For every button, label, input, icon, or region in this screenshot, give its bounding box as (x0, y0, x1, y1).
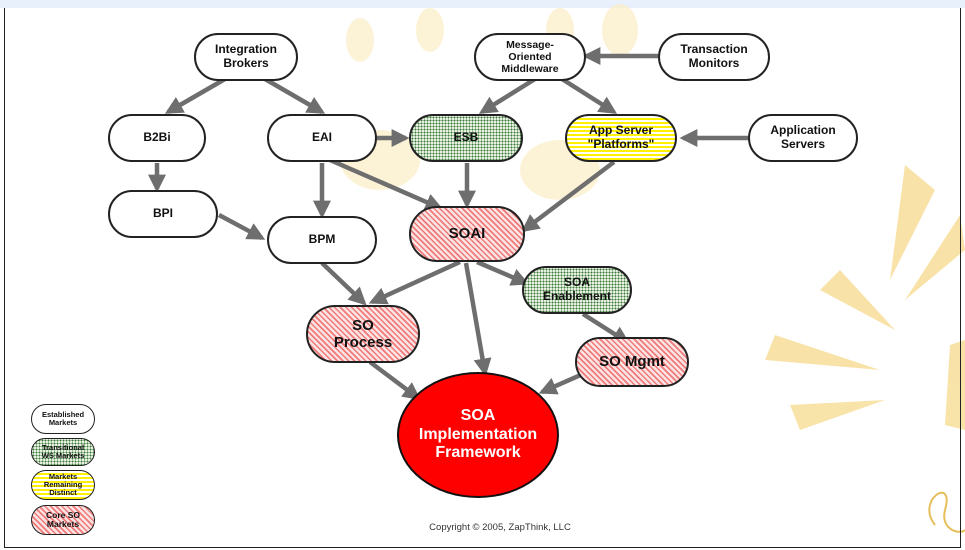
node-label: SO Process (333, 316, 393, 351)
arrow-soai-to-soa-enablement (476, 259, 530, 286)
arrow-bpm-to-so-process (320, 261, 367, 306)
legend-label: Transitional WS Markets (41, 442, 85, 460)
node-so-process: SO Process (306, 305, 420, 363)
node-soa-implementation-framework: SOA Implementation Framework (397, 372, 559, 498)
node-soai: SOAI (409, 206, 525, 262)
node-bpi: BPI (108, 190, 218, 238)
node-label: SOAI (448, 225, 486, 243)
arrow-so-process-to-framework (368, 360, 421, 401)
slide-top-bar (0, 0, 965, 8)
sun-swirl (928, 491, 965, 533)
node-label: BPI (152, 206, 173, 221)
arrow-mom-to-app-server (560, 77, 618, 114)
arrow-mom-to-esb (478, 77, 537, 114)
arrow-soai-to-so-process (368, 259, 461, 305)
arrow-bpi-to-bpm (217, 213, 266, 240)
sun-ray (790, 400, 885, 430)
sun-ray (890, 165, 935, 280)
legend-label: Established Markets (41, 409, 85, 427)
node-bpm: BPM (267, 216, 377, 264)
sun-ray (820, 270, 895, 330)
node-label: Integration Brokers (215, 42, 277, 70)
node-label: B2Bi (143, 130, 171, 145)
slide-frame (4, 8, 961, 548)
node-transaction-monitors: Transaction Monitors (658, 33, 770, 81)
node-label: Message-Oriented Middleware (501, 38, 559, 76)
node-app-server: App Server "Platforms" (565, 114, 677, 162)
arrow-integration-brokers-to-eai (263, 77, 326, 114)
node-b2bi: B2Bi (108, 114, 206, 162)
arrow-soai-to-framework (463, 262, 492, 377)
sun-flame (346, 18, 374, 62)
node-integration-brokers: Integration Brokers (194, 33, 298, 81)
node-label: App Server "Platforms" (587, 123, 655, 151)
node-label: EAI (311, 130, 332, 145)
sun-ray (905, 215, 965, 300)
arrow-eai-to-soai (329, 157, 444, 211)
arrow-app-server-to-soai (521, 160, 616, 233)
legend-core-so-markets: Core SO Markets (31, 505, 95, 535)
node-label: SO Mgmt (599, 353, 665, 371)
legend-established-markets: Established Markets (31, 404, 95, 434)
node-label: ESB (453, 130, 479, 145)
legend-markets-remaining-distinct: Markets Remaining Distinct (31, 470, 95, 500)
node-moms: Message-Oriented Middleware (474, 33, 586, 81)
copyright-text: Copyright © 2005, ZapThink, LLC (429, 522, 571, 533)
legend-label: Markets Remaining Distinct (43, 471, 83, 498)
sun-ray (765, 335, 880, 370)
legend-transitional-ws-markets: Transitional WS Markets (31, 438, 95, 466)
node-so-mgmt: SO Mgmt (575, 337, 689, 387)
node-eai: EAI (267, 114, 377, 162)
node-application-servers: Application Servers (748, 114, 858, 162)
arrow-integration-brokers-to-b2bi (164, 77, 227, 114)
sun-flame (416, 8, 444, 52)
node-esb: ESB (409, 114, 523, 162)
legend-label: Core SO Markets (45, 509, 80, 529)
sun-flame (602, 4, 638, 56)
node-soa-enablement: SOA Enablement (522, 266, 632, 314)
node-label: SOA Implementation Framework (418, 407, 538, 462)
node-label: Application Servers (770, 123, 836, 151)
node-label: Transaction Monitors (680, 42, 748, 70)
node-label: BPM (308, 232, 336, 247)
node-label: SOA Enablement (542, 275, 611, 303)
